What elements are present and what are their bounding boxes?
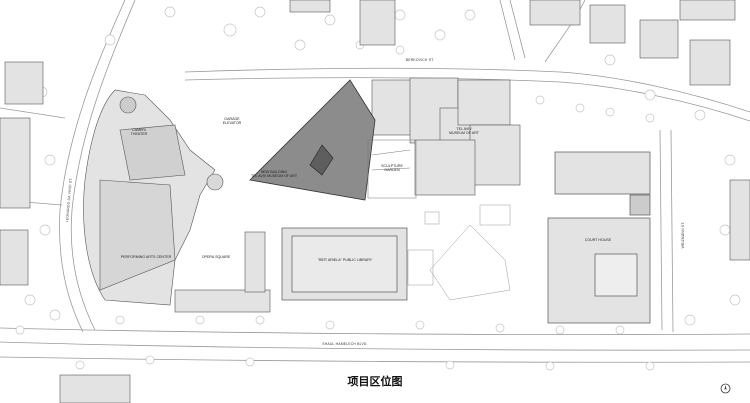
label-court-house: COURT HOUSE — [585, 238, 612, 242]
street-weizmann: WEIZMANN ST. — [681, 222, 685, 249]
court-house — [547, 151, 651, 324]
map-caption: 项目区位图 — [347, 375, 403, 388]
label-sculpture-garden: SCULPTURE — [381, 164, 403, 168]
sculpture-garden — [367, 139, 417, 199]
svg-text:GARDEN: GARDEN — [384, 168, 400, 172]
svg-text:MUSEUM OF ART: MUSEUM OF ART — [449, 131, 480, 135]
street-berkovich: BERKOVICH ST. — [406, 58, 434, 62]
label-garage: GARAGE — [224, 117, 240, 121]
street-labels: BERKOVICH ST. SHAUL HAMELECH BLVD. LEONA… — [65, 58, 685, 346]
street-shaul-hamelech: SHAUL HAMELECH BLVD. — [322, 342, 367, 346]
svg-text:ELEVATOR: ELEVATOR — [223, 121, 242, 125]
museum-building — [371, 77, 521, 196]
north-arrow-icon — [720, 383, 731, 394]
svg-text:TEL AVIV MUSEUM OF ART: TEL AVIV MUSEUM OF ART — [251, 174, 298, 178]
road-network — [0, 0, 750, 363]
label-opera-square: OPERA SQUARE — [202, 255, 231, 259]
library-building — [281, 227, 408, 301]
label-library: "BEIT ARIELA" PUBLIC LIBRARY — [318, 258, 373, 262]
label-cameri-theater: CAMERI — [132, 128, 146, 132]
street-leonardo: LEONARDO DA VINCI ST. — [65, 178, 73, 223]
plaza-details — [407, 204, 511, 301]
building-labels: CAMERI THEATER GARAGE ELEVATOR NEW BUILD… — [121, 117, 612, 262]
performing-arts-complex — [83, 89, 271, 313]
label-museum: TEL AVIV — [456, 127, 472, 131]
svg-text:THEATER: THEATER — [131, 132, 148, 136]
label-new-building: NEW BUILDING — [261, 170, 288, 174]
label-performing-arts: PERFORMING ARTS CENTER — [121, 255, 172, 259]
new-building — [249, 79, 376, 201]
